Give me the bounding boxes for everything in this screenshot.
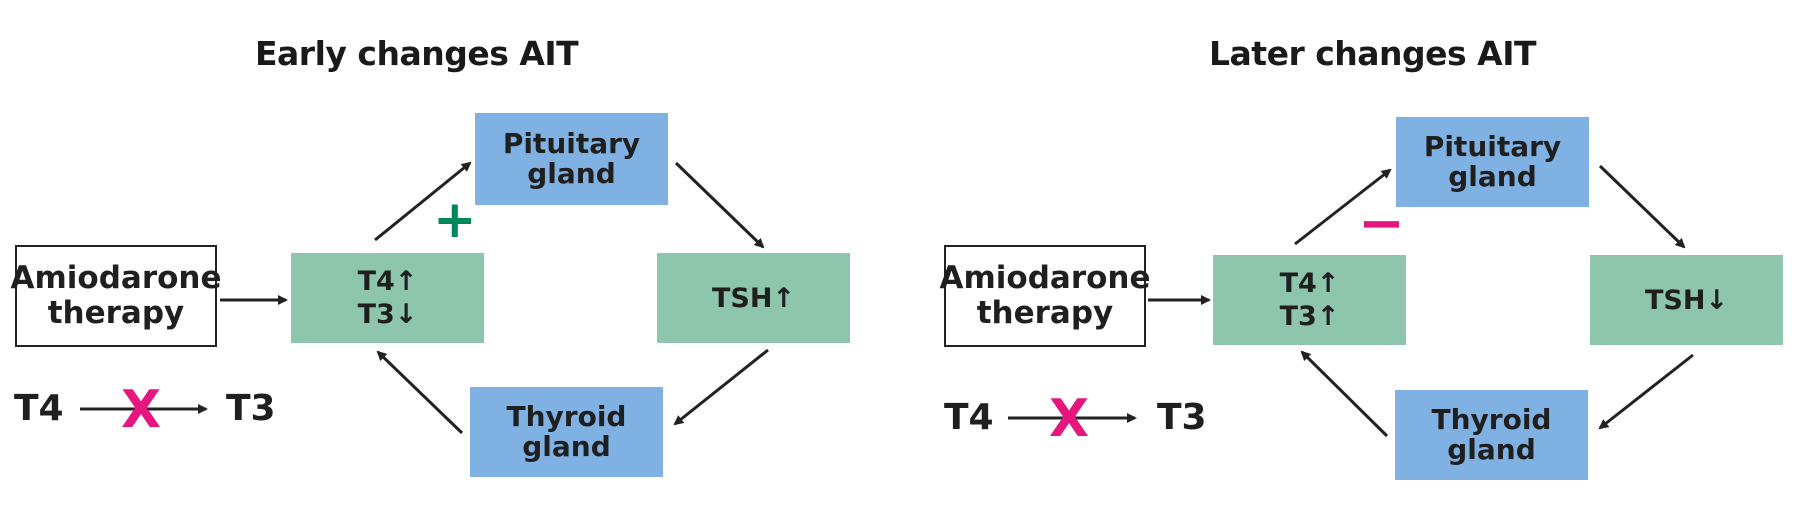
amiodarone-therapy-box: Amiodarone therapy <box>940 245 1151 347</box>
negative-feedback-sign: − <box>1358 191 1405 256</box>
arrow-hormones-to-pituitary <box>374 161 472 242</box>
arrows-layer <box>80 161 769 435</box>
amiodarone-line-2: therapy <box>976 295 1114 331</box>
arrow-thyroid-to-hormones <box>1300 350 1389 438</box>
pituitary-line-1: Pituitary <box>502 127 641 160</box>
pituitary-line-2: gland <box>1448 160 1537 193</box>
panel-title: Later changes AIT <box>1209 34 1537 73</box>
arrow-thyroid-to-hormones <box>376 350 464 435</box>
pituitary-gland-box: Pituitary gland <box>1396 117 1589 207</box>
t3-level: T3↑ <box>1279 301 1340 332</box>
amiodarone-line-1: Amiodarone <box>939 260 1151 296</box>
t4-level: T4↑ <box>1279 268 1340 299</box>
thyroid-line-2: gland <box>522 430 611 463</box>
arrow-pituitary-to-tsh <box>674 161 765 249</box>
conversion-t4-label: T4 <box>944 397 994 438</box>
thyroid-gland-box: Thyroid gland <box>470 387 663 477</box>
early-changes-panel: Early changes AIT Amiodarone therapy T4↑… <box>11 34 850 477</box>
pituitary-line-1: Pituitary <box>1423 130 1562 163</box>
arrow-tsh-to-thyroid <box>673 348 769 426</box>
pituitary-gland-box: Pituitary gland <box>475 113 668 205</box>
arrow-hormones-to-pituitary <box>1294 168 1392 246</box>
arrows-layer <box>1008 164 1694 438</box>
conversion-t3-label: T3 <box>226 388 276 429</box>
panel-title: Early changes AIT <box>255 34 579 73</box>
thyroid-line-1: Thyroid <box>506 400 627 433</box>
thyroid-gland-box: Thyroid gland <box>1395 390 1588 480</box>
tsh-box: TSH↑ <box>657 253 850 343</box>
amiodarone-line-1: Amiodarone <box>10 260 222 296</box>
positive-feedback-sign: + <box>433 190 477 250</box>
conversion-t4-label: T4 <box>14 388 64 429</box>
tsh-level: TSH↓ <box>1644 284 1729 316</box>
thyroid-line-2: gland <box>1447 433 1536 466</box>
pituitary-line-2: gland <box>527 157 616 190</box>
conversion-t3-label: T3 <box>1157 397 1207 438</box>
t4-level: T4↑ <box>357 266 418 297</box>
conversion-blocked-mark: X <box>1049 389 1090 449</box>
thyroid-line-1: Thyroid <box>1431 403 1552 436</box>
conversion-blocked-mark: X <box>121 380 162 440</box>
tsh-level: TSH↑ <box>711 282 796 314</box>
amiodarone-line-2: therapy <box>47 295 185 331</box>
amiodarone-therapy-box: Amiodarone therapy <box>11 245 222 347</box>
t4-t3-levels-box: T4↑ T3↓ <box>291 253 484 343</box>
t3-level: T3↓ <box>357 299 418 330</box>
t4-t3-levels-box: T4↑ T3↑ <box>1213 255 1406 345</box>
arrow-pituitary-to-tsh <box>1598 164 1686 249</box>
later-changes-panel: Later changes AIT Amiodarone therapy T4↑… <box>930 0 1800 521</box>
arrow-tsh-to-thyroid <box>1598 353 1694 430</box>
tsh-box: TSH↓ <box>1590 255 1783 345</box>
